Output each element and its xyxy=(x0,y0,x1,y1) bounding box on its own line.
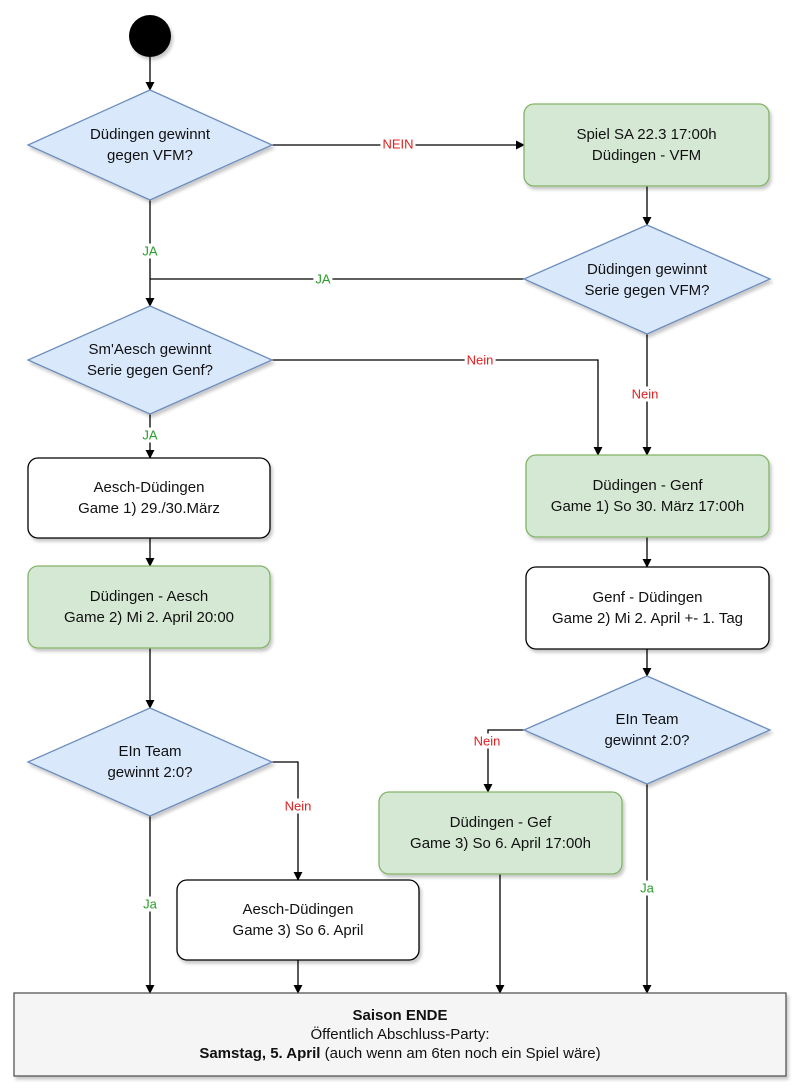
box-final xyxy=(13,992,787,1077)
edge-label-nein-d1: NEIN xyxy=(380,136,416,152)
box-aesch-g1 xyxy=(27,457,271,539)
edge-d4-right-nein-to-gef xyxy=(483,729,524,793)
edge-d4-left-nein-to-aesch-g3 xyxy=(272,761,303,881)
box-spiel-sa xyxy=(523,103,770,187)
box-aesch-g3 xyxy=(176,879,420,961)
decision-d4-left xyxy=(26,707,274,817)
edge-label-ja-d4-left: Ja xyxy=(141,896,159,912)
edge-label-nein-d3: Nein xyxy=(464,352,496,368)
edge-label-nein-d4-right: Nein xyxy=(471,733,503,749)
edge-label-ja-d4-right: Ja xyxy=(638,880,656,896)
decision-d3 xyxy=(26,305,274,415)
decision-d4-right xyxy=(522,675,772,785)
box-genf-duedingen xyxy=(525,566,770,650)
decision-d1 xyxy=(26,89,274,201)
edge-label-ja-d2: JA xyxy=(313,271,333,287)
box-duedingen-gef xyxy=(378,791,623,875)
box-duedingen-aesch xyxy=(27,565,271,649)
edge-label-nein-d4-left: Nein xyxy=(282,798,314,814)
start-node xyxy=(129,15,171,57)
edge-label-ja-d3: JA xyxy=(140,427,160,443)
box-duedingen-genf xyxy=(525,454,770,538)
edge-label-nein-d2: Nein xyxy=(629,386,661,402)
edge-d3-nein-to-genf xyxy=(272,359,603,456)
decision-d2 xyxy=(522,224,772,335)
edge-label-ja-d1: JA xyxy=(140,243,160,259)
